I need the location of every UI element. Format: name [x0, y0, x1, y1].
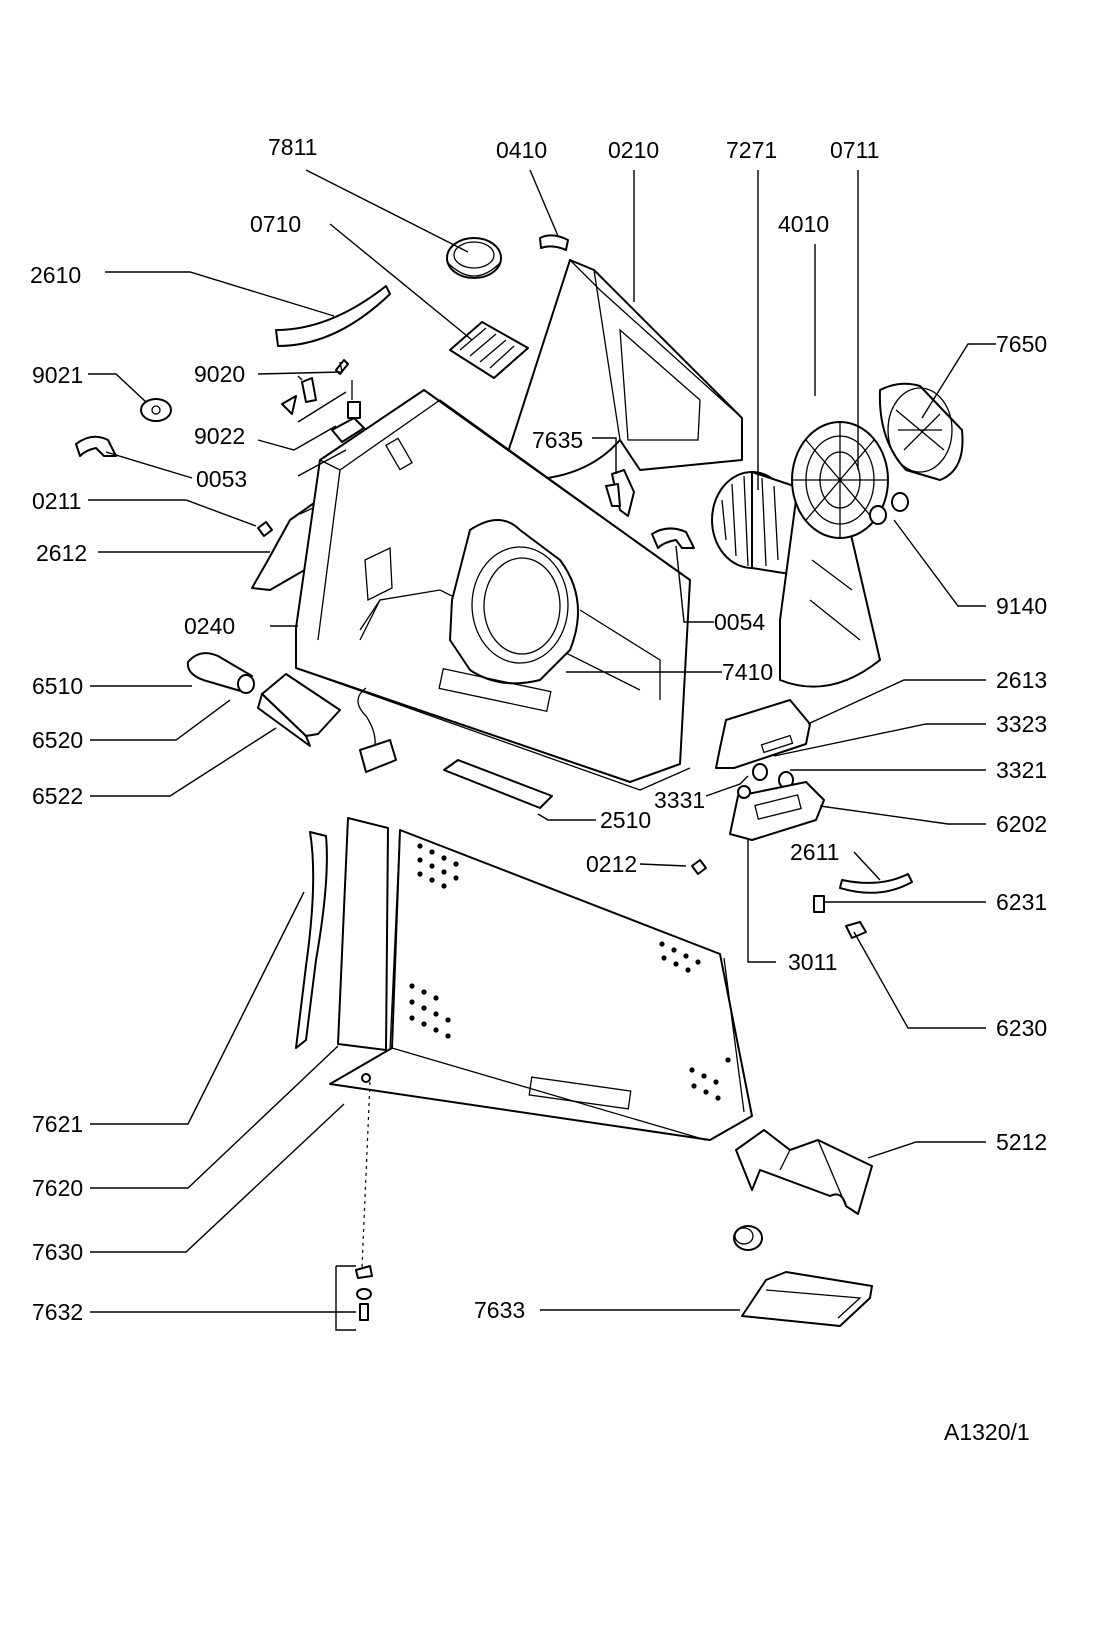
label-2613: 2613 — [996, 667, 1047, 693]
label-7632: 7632 — [32, 1299, 83, 1325]
label-3011: 3011 — [788, 949, 837, 975]
part-0053-clip — [75, 435, 117, 457]
part-9021-knob — [140, 398, 172, 422]
part-0710-filter — [449, 321, 529, 379]
part-2613-control-housing — [715, 699, 811, 769]
label-2610: 2610 — [30, 262, 81, 288]
part-6231-clip — [813, 895, 825, 913]
part-7650-carbon-filter — [878, 382, 964, 481]
label-7811: 7811 — [268, 134, 317, 160]
label-3323: 3323 — [996, 711, 1047, 737]
part-hood-body — [295, 389, 691, 791]
part-0711-grille — [791, 421, 889, 539]
part-6202-switch-panel — [729, 781, 825, 841]
label-9140: 9140 — [996, 593, 1047, 619]
label-4010: 4010 — [778, 211, 829, 237]
label-0710: 0710 — [250, 211, 301, 237]
part-5212-duct-adapter — [735, 1129, 873, 1215]
label-3321: 3321 — [996, 757, 1047, 783]
label-5212: 5212 — [996, 1129, 1047, 1155]
label-7650: 7650 — [996, 331, 1047, 357]
part-7811-duct-ring — [446, 237, 502, 279]
label-0410: 0410 — [496, 137, 547, 163]
label-6202: 6202 — [996, 811, 1047, 837]
label-7271: 7271 — [726, 137, 777, 163]
label-2611: 2611 — [790, 839, 839, 865]
label-7620: 7620 — [32, 1175, 83, 1201]
label-9022: 9022 — [194, 423, 245, 449]
label-6231: 6231 — [996, 889, 1047, 915]
part-0410-clip — [539, 234, 569, 251]
label-0053: 0053 — [196, 466, 247, 492]
part-labels: 7811 0410 0210 7271 0711 0710 4010 2610 … — [30, 134, 1047, 1445]
label-7621: 7621 — [32, 1111, 83, 1137]
part-7633-tray — [741, 1271, 873, 1327]
perforation-dots — [409, 843, 731, 1101]
label-7410: 7410 — [722, 659, 773, 685]
part-2611-trim-strip — [839, 873, 913, 894]
part-3331-knob — [737, 785, 751, 799]
label-2510: 2510 — [600, 807, 651, 833]
label-0711: 0711 — [830, 137, 879, 163]
part-6510-lamp — [186, 652, 255, 694]
part-6522-lamp-cover — [257, 673, 341, 747]
label-6520: 6520 — [32, 727, 83, 753]
leader-lines — [88, 169, 996, 1331]
label-9021: 9021 — [32, 362, 83, 388]
part-7630-outer-shell — [329, 829, 753, 1141]
part-9020-spring — [281, 359, 349, 415]
label-6230: 6230 — [996, 1015, 1047, 1041]
part-2610-trim-strip — [275, 285, 391, 347]
part-9140-nuts — [869, 492, 909, 525]
part-2510-panel — [443, 759, 553, 809]
label-7630: 7630 — [32, 1239, 83, 1265]
label-6522: 6522 — [32, 783, 83, 809]
part-3321-switch — [752, 763, 794, 789]
part-power-cord — [357, 687, 397, 773]
part-0054-clip — [651, 527, 695, 549]
label-0211: 0211 — [32, 488, 81, 514]
label-0054: 0054 — [714, 609, 765, 635]
part-7632-screw-set — [355, 1073, 373, 1321]
label-0212: 0212 — [586, 851, 637, 877]
label-0240: 0240 — [184, 613, 235, 639]
part-7621-rail — [295, 831, 328, 1049]
part-0212-clip — [691, 859, 707, 875]
label-2612: 2612 — [36, 540, 87, 566]
part-round-connector — [733, 1225, 763, 1251]
part-7620-side-panel — [337, 817, 389, 1051]
label-3331: 3331 — [654, 787, 705, 813]
label-7635: 7635 — [532, 427, 583, 453]
label-7633: 7633 — [474, 1297, 525, 1323]
label-6510: 6510 — [32, 673, 83, 699]
part-6230-clip — [845, 921, 867, 939]
label-0210: 0210 — [608, 137, 659, 163]
label-9020: 9020 — [194, 361, 245, 387]
drawing-reference: A1320/1 — [944, 1419, 1030, 1445]
part-0211-clip — [257, 521, 273, 537]
part-7635-bracket — [605, 469, 635, 517]
